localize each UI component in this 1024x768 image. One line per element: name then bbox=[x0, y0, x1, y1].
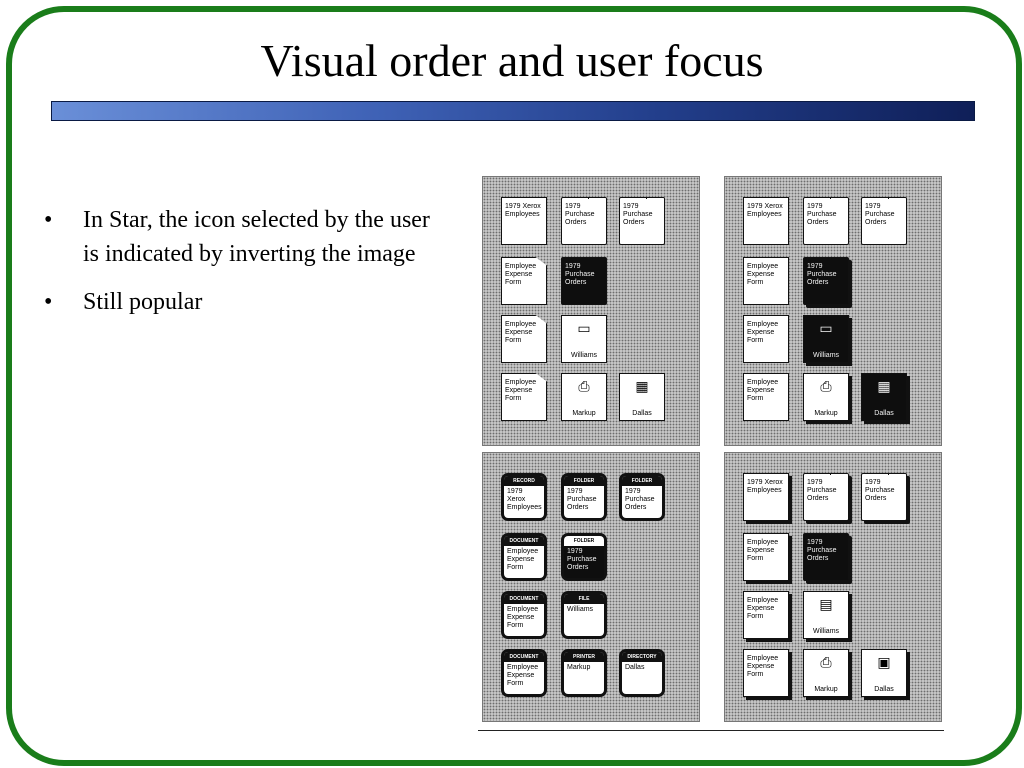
folder-icon: 1979 Purchase Orders bbox=[803, 197, 849, 245]
selected-folder-icon: 1979 Purchase Orders bbox=[803, 257, 849, 305]
file-drawer-icon: ▤Williams bbox=[803, 591, 849, 639]
folder-icon: 1979 Purchase Orders bbox=[861, 473, 907, 521]
icon-panel-bottom-right: 1979 Xerox Employees 1979 Purchase Order… bbox=[724, 452, 942, 722]
file-drawer-icon: ▭Williams bbox=[803, 315, 849, 363]
document-icon: Employee Expense Form bbox=[743, 591, 789, 639]
star-icons-figure: 1979 Xerox Employees 1979 Purchase Order… bbox=[478, 172, 944, 731]
selected-folder-icon: 1979 Purchase Orders bbox=[561, 257, 607, 305]
printer-icon: ⎙Markup bbox=[803, 373, 849, 421]
title-underline-bar bbox=[51, 101, 975, 121]
bullet-list: • In Star, the icon selected by the user… bbox=[44, 203, 444, 333]
icon-panel-top-right: 1979 Xerox Employees 1979 Purchase Order… bbox=[724, 176, 942, 446]
bullet-item: • In Star, the icon selected by the user… bbox=[44, 203, 444, 271]
record-file-icon: 1979 Xerox Employees bbox=[743, 197, 789, 245]
document-icon: Employee Expense Form bbox=[743, 257, 789, 305]
document-icon: Employee Expense Form bbox=[743, 315, 789, 363]
record-file-icon: 1979 Xerox Employees bbox=[501, 197, 547, 245]
file-drawer-icon: ▭Williams bbox=[561, 315, 607, 363]
directory-icon: ▦Dallas bbox=[619, 373, 665, 421]
folder-icon: 1979 Purchase Orders bbox=[861, 197, 907, 245]
folder-icon: 1979 Purchase Orders bbox=[561, 197, 607, 245]
folder-icon: 1979 Purchase Orders bbox=[619, 197, 665, 245]
document-icon: Employee Expense Form bbox=[743, 533, 789, 581]
bullet-item: • Still popular bbox=[44, 285, 444, 319]
document-icon: Employee Expense Form bbox=[743, 373, 789, 421]
record-file-icon: 1979 Xerox Employees bbox=[743, 473, 789, 521]
document-icon: Employee Expense Form bbox=[743, 649, 789, 697]
icon-panel-top-left: 1979 Xerox Employees 1979 Purchase Order… bbox=[482, 176, 700, 446]
printer-icon: ⎙Markup bbox=[803, 649, 849, 697]
slide-title: Visual order and user focus bbox=[260, 35, 764, 86]
folder-icon: 1979 Purchase Orders bbox=[803, 473, 849, 521]
document-icon: Employee Expense Form bbox=[501, 373, 547, 421]
document-icon: Employee Expense Form bbox=[501, 315, 547, 363]
document-icon: Employee Expense Form bbox=[501, 257, 547, 305]
directory-icon: ▣Dallas bbox=[861, 649, 907, 697]
directory-icon: ▦Dallas bbox=[861, 373, 907, 421]
bullet-dot: • bbox=[44, 289, 53, 315]
bullet-text: In Star, the icon selected by the user i… bbox=[83, 207, 430, 267]
bullet-text: Still popular bbox=[83, 289, 203, 315]
printer-icon: ⎙Markup bbox=[561, 373, 607, 421]
selected-folder-icon: 1979 Purchase Orders bbox=[803, 533, 849, 581]
bullet-dot: • bbox=[44, 207, 53, 233]
